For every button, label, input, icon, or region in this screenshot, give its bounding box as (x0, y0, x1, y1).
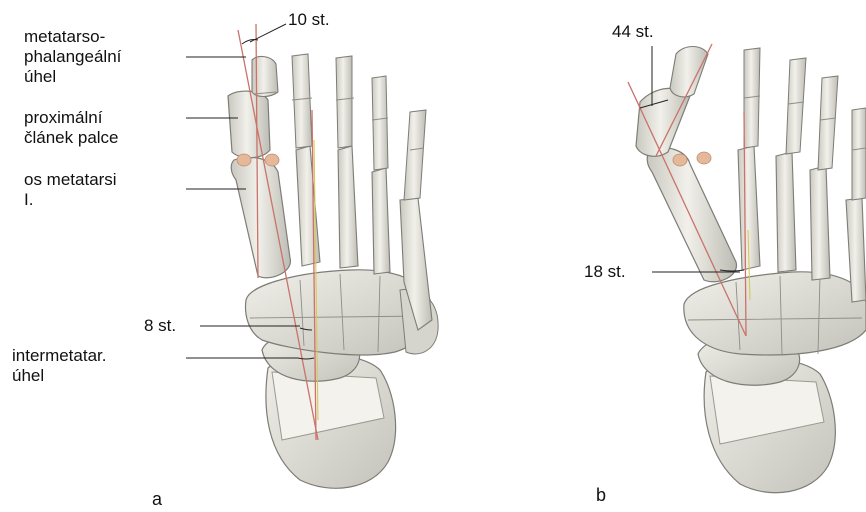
proximal-phalanx-b (636, 88, 690, 156)
label-proximal-phalanx-line1: proximální (24, 108, 102, 127)
metatarsal-1-b (647, 148, 736, 282)
angle-label-mtp-a: 10 st. (288, 10, 330, 29)
panel-letter-a: a (152, 490, 162, 509)
label-mtp-angle-line1: metatarso- (24, 27, 105, 46)
sesamoid-a-2 (265, 154, 279, 166)
angle-label-im-a: 8 st. (144, 316, 176, 335)
metatarsal-1-a (231, 157, 290, 277)
label-mtp-angle-line2: phalangeální (24, 47, 121, 66)
sesamoid-b-2 (697, 152, 711, 164)
tarsals-b (684, 272, 866, 355)
metatarsal-4-b (810, 166, 830, 280)
foot-a (186, 24, 438, 488)
angle-label-im-b: 18 st. (584, 262, 626, 281)
foot-b (628, 44, 866, 493)
label-mtp-angle-line3: úhel (24, 67, 56, 86)
label-intermetatarsal-line1: intermetatar. (12, 346, 107, 365)
metatarsal-3-a (338, 146, 358, 268)
sesamoid-b-1 (673, 154, 687, 166)
label-proximal-phalanx-line2: článek palce (24, 128, 119, 147)
sesamoid-a-1 (237, 154, 251, 166)
label-metatarsal-line1: os metatarsi (24, 170, 117, 189)
metatarsal-4-a (372, 168, 390, 274)
metatarsal-3-b (776, 152, 796, 272)
panel-letter-b: b (596, 486, 606, 505)
metatarsal-2-a (296, 146, 320, 266)
proximal-phalanx-a (228, 91, 270, 158)
label-intermetatarsal-line2: úhel (12, 366, 44, 385)
label-metatarsal-line2: I. (24, 190, 33, 209)
metatarsal-axis-b (628, 82, 746, 336)
angle-label-mtp-b: 44 st. (612, 22, 654, 41)
